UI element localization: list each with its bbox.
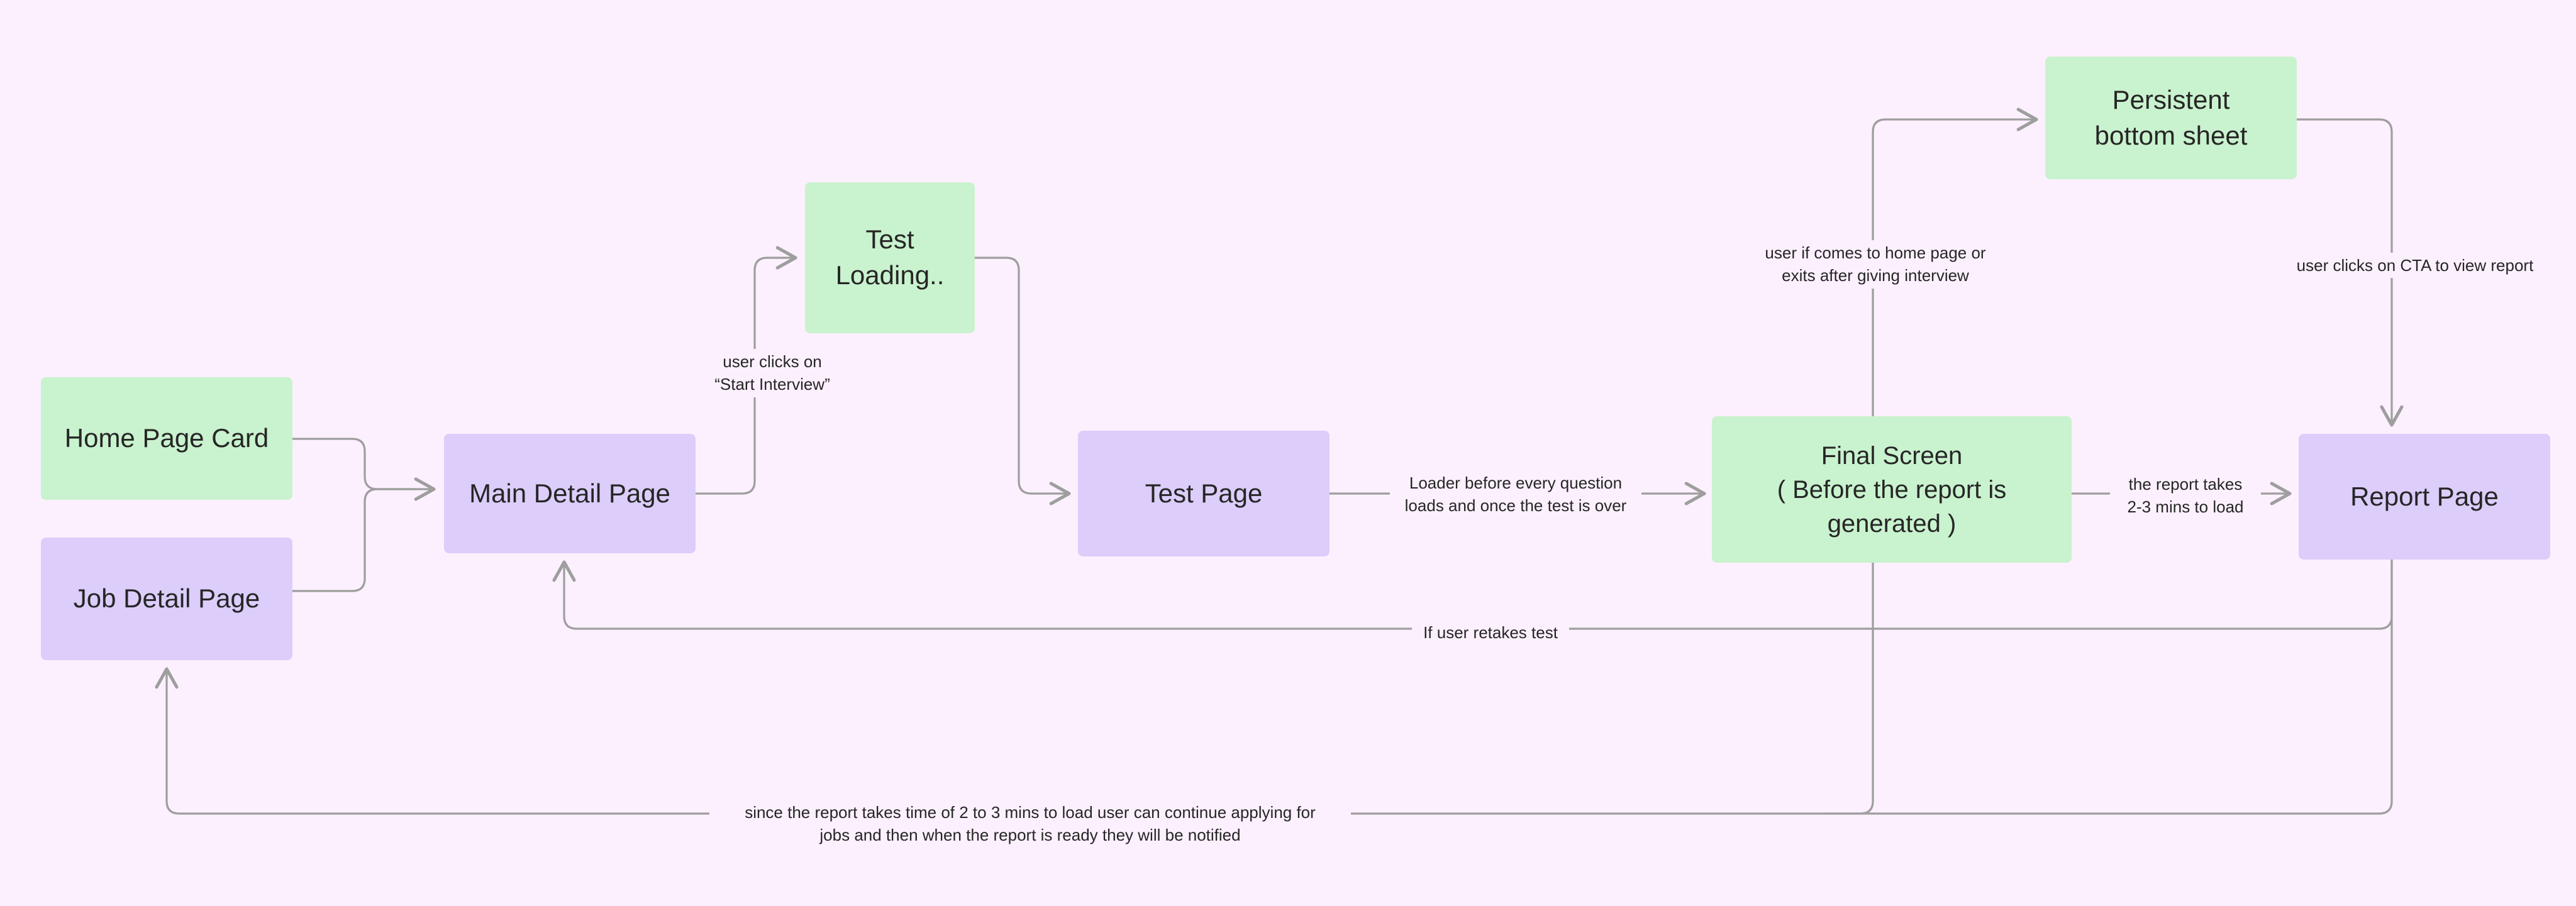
connector-final-screen-bottom-stub (1823, 561, 1874, 815)
edge-label-start-interview: user clicks on “Start Interview” (678, 349, 867, 397)
node-label: Persistent bottom sheet (2094, 84, 2248, 150)
connector-report-page-to-job-detail-page (155, 558, 2393, 815)
node-test-page[interactable]: Test Page (1078, 431, 1330, 556)
node-report-page[interactable]: Report Page (2299, 434, 2550, 560)
edge-label-retake-test: If user retakes test (1412, 620, 1569, 646)
connector-test-loading-to-test-page (974, 257, 1071, 505)
connector-home-to-main (291, 438, 436, 501)
node-label: Test Page (1145, 478, 1263, 508)
node-label: Job Detail Page (73, 583, 260, 614)
node-main-detail-page[interactable]: Main Detail Page (444, 434, 696, 553)
connector-report-page-to-main-detail-page (552, 558, 2393, 630)
node-persistent-bottom-sheet[interactable]: Persistent bottom sheet (2045, 57, 2297, 179)
node-job-detail-page[interactable]: Job Detail Page (41, 538, 292, 660)
node-label: Report Page (2350, 481, 2499, 511)
node-label: Final Screen ( Before the report is gene… (1777, 441, 2007, 538)
node-final-screen[interactable]: Final Screen ( Before the report is gene… (1712, 416, 2072, 563)
edge-label-view-report-cta: user clicks on CTA to view report (2283, 253, 2547, 279)
node-label: Main Detail Page (469, 478, 670, 508)
node-label: Home Page Card (64, 423, 269, 453)
node-home-page-card[interactable]: Home Page Card (41, 377, 292, 500)
node-label: Test Loading.. (835, 224, 945, 290)
edge-label-report-time: the report takes 2-3 mins to load (2110, 472, 2261, 520)
node-test-loading[interactable]: Test Loading.. (805, 182, 975, 333)
connector-job-to-main (291, 488, 416, 592)
edge-label-loader: Loader before every question loads and o… (1390, 470, 1641, 519)
edge-label-continue-applying: since the report takes time of 2 to 3 mi… (709, 800, 1351, 848)
edge-label-home-or-exit: user if comes to home page or exits afte… (1750, 240, 2001, 289)
